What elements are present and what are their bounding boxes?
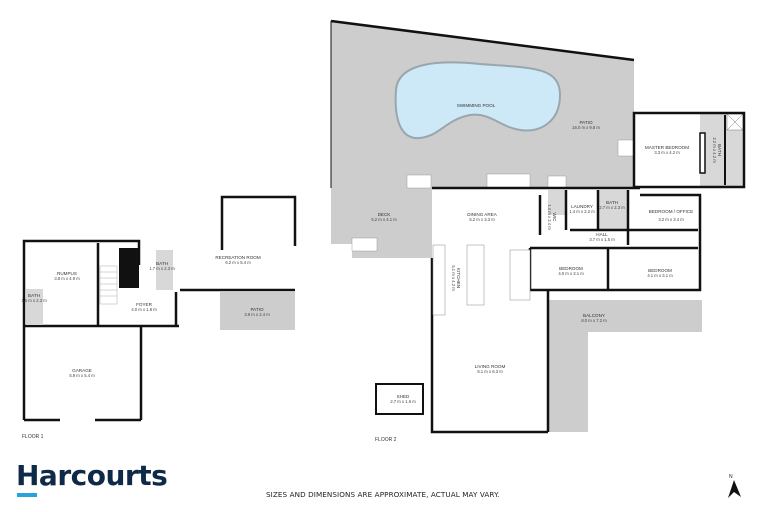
svg-text:BEDROOM: BEDROOM [648,268,672,273]
svg-text:1.5 m x 2.3 m: 1.5 m x 2.3 m [21,298,47,303]
svg-text:6.2 m x 5.4 m: 6.2 m x 5.4 m [225,260,251,265]
svg-text:PATIO: PATIO [579,120,593,125]
svg-text:SHED: SHED [397,394,410,399]
balcony [548,300,702,432]
patio-floor1 [220,292,295,330]
boundary-wall [330,19,635,62]
svg-text:KITCHEN: KITCHEN [456,268,461,288]
svg-text:1.4 m x 2.2 m: 1.4 m x 2.2 m [569,209,595,214]
svg-text:3.3 m x 4.2 m: 3.3 m x 4.2 m [654,150,680,155]
svg-text:HALL: HALL [596,232,608,237]
svg-text:RUMPUS: RUMPUS [57,271,77,276]
svg-text:5.2 m x 4.1 m: 5.2 m x 4.1 m [371,217,397,222]
svg-text:MASTER BEDROOM: MASTER BEDROOM [645,145,689,150]
svg-text:3.8 m x 4.9 m: 3.8 m x 4.9 m [54,276,80,281]
north-arrow: N [726,472,746,507]
shed [375,383,424,415]
svg-text:5.2 m x 3.3 m: 5.2 m x 3.3 m [469,217,495,222]
svg-text:6.1 m x 6.3 m: 6.1 m x 6.3 m [477,369,503,374]
swimming-pool [394,61,562,140]
svg-text:WIC: WIC [552,213,557,223]
svg-text:3.2 m x 3.4 m: 3.2 m x 3.4 m [658,217,684,222]
logo-accent-bar [17,493,37,497]
svg-text:FLOOR 1: FLOOR 1 [22,434,44,440]
svg-text:RECREATION ROOM: RECREATION ROOM [215,255,261,260]
svg-text:16.0 m x 9.8 m: 16.0 m x 9.8 m [572,125,600,130]
svg-text:FOYER: FOYER [136,302,153,307]
svg-text:3.7 m x 1.5 m: 3.7 m x 1.5 m [589,237,615,242]
svg-text:4.0 m x 3.1 m: 4.0 m x 3.1 m [558,271,584,276]
north-label: N [729,474,733,480]
svg-text:5.1 m x 4.2 m: 5.1 m x 4.2 m [451,265,456,291]
walls-floor1 [22,195,297,422]
svg-text:PATIO: PATIO [250,307,264,312]
svg-text:BEDROOM: BEDROOM [559,266,583,271]
svg-text:4.0 m x 1.8 m: 4.0 m x 1.8 m [131,307,157,312]
svg-text:DECK: DECK [378,212,392,217]
svg-text:GARAGE: GARAGE [72,368,92,373]
harcourts-logo: Harcourts [16,459,168,492]
room-labels: RUMPUS 3.8 m x 4.9 m BATH 1.5 m x 2.3 m … [21,103,722,443]
svg-text:SWIMMING POOL: SWIMMING POOL [457,103,496,108]
svg-text:4.1 m x 3.1 m: 4.1 m x 3.1 m [647,273,673,278]
svg-text:BATH: BATH [606,200,618,205]
svg-text:BEDROOM / OFFICE: BEDROOM / OFFICE [649,209,693,214]
svg-text:5.9 m x 5.4 m: 5.9 m x 5.4 m [69,373,95,378]
svg-text:BALCONY: BALCONY [583,313,605,318]
svg-text:2.7 m x 1.6 m: 2.7 m x 1.6 m [390,399,416,404]
svg-text:2.2 m x 4.2 m: 2.2 m x 4.2 m [712,137,717,163]
svg-text:BATH: BATH [717,144,722,156]
stairwell-void [119,248,139,288]
svg-text:BATH: BATH [28,293,40,298]
svg-text:DINING AREA: DINING AREA [467,212,498,217]
north-arrow-icon [728,480,741,498]
svg-text:LAUNDRY: LAUNDRY [571,204,593,209]
stairs-floor1 [99,265,118,305]
bath-floor2 [598,190,628,230]
svg-text:FLOOR 2: FLOOR 2 [375,437,397,443]
svg-text:2.7 m x 2.3 m: 2.7 m x 2.3 m [599,205,625,210]
svg-text:8.0 m x 7.2 m: 8.0 m x 7.2 m [581,318,607,323]
kitchen-fixtures [432,244,531,316]
svg-text:3.9 m x 2.4 m: 3.9 m x 2.4 m [244,312,270,317]
steps [351,139,635,252]
svg-text:LIVING ROOM: LIVING ROOM [475,364,506,369]
svg-text:BATH: BATH [156,261,168,266]
disclaimer-text: SIZES AND DIMENSIONS ARE APPROXIMATE, AC… [266,490,500,499]
svg-text:1.7 m x 2.3 m: 1.7 m x 2.3 m [149,266,175,271]
svg-text:1.4 m x 2.4 m: 1.4 m x 2.4 m [547,204,552,230]
